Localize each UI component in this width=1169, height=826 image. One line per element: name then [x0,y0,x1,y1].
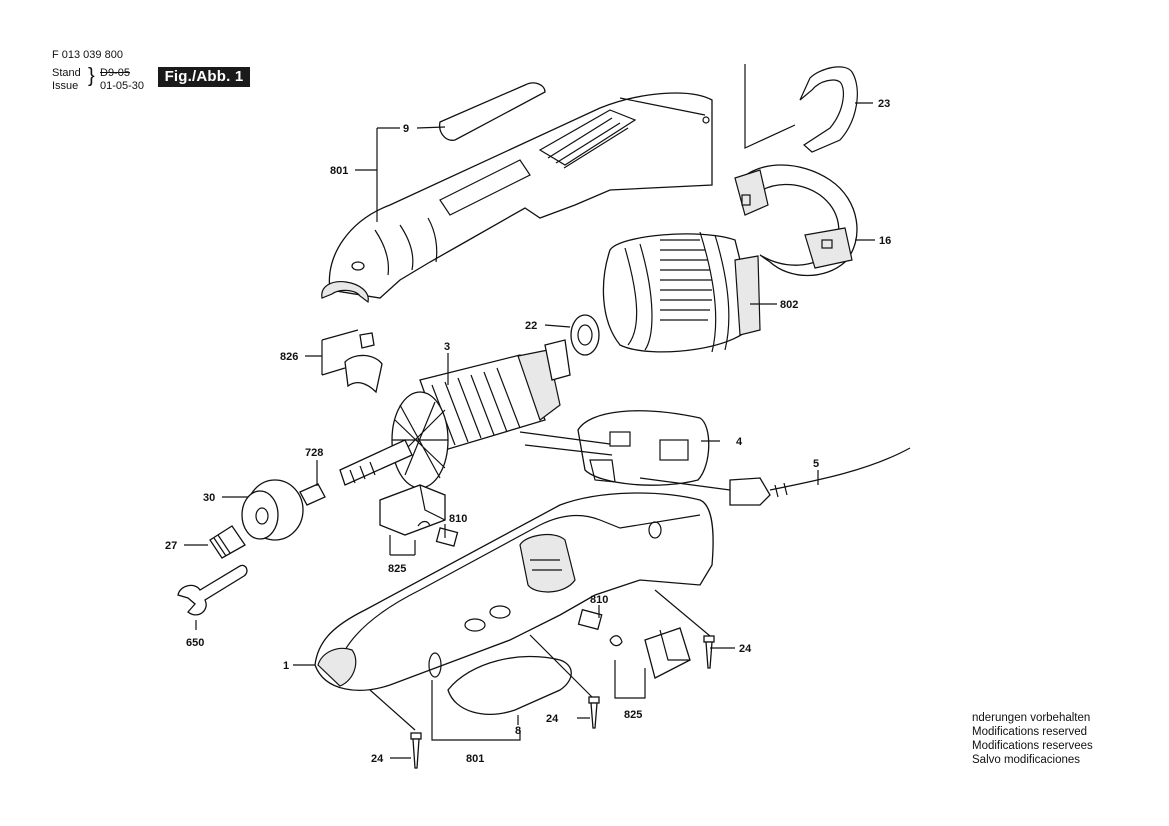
callout-3: 3 [444,341,450,353]
callout-16: 16 [879,235,891,247]
note-spanish: Salvo modificaciones [972,754,1081,766]
note-german: nderungen vorbehalten [972,712,1091,724]
spring-clip [799,66,858,153]
switch-cover [344,332,383,394]
callout-825-bottom: 825 [624,709,642,721]
callout-801-top: 801 [330,165,348,177]
callout-24-left: 24 [371,753,384,765]
callout-650: 650 [186,637,204,649]
screw-middle [588,696,600,729]
callout-22: 22 [525,320,537,332]
header-brace: } [88,65,95,87]
modification-notes: nderungen vorbehalten Modifications rese… [972,711,1093,767]
callout-810-bottom: 810 [590,594,608,606]
note-french: Modifications reservees [972,740,1093,752]
field-coil [602,231,761,353]
callout-802: 802 [780,299,798,311]
wrench [177,564,248,616]
top-housing-half [321,92,713,304]
callout-1: 1 [283,660,289,672]
power-cord [639,447,911,506]
bottom-housing [314,492,714,691]
callout-5: 5 [813,458,819,470]
callout-810-top: 810 [449,513,467,525]
grip-plate-top [439,82,546,141]
callout-23: 23 [878,98,890,110]
callout-9: 9 [403,123,409,135]
collet [299,483,326,506]
collet-nut [241,479,304,541]
grip-plate-bottom [447,655,572,715]
issue-value: 01-05-30 [100,80,145,92]
carbon-brush-holder-right [577,608,691,679]
callout-30: 30 [203,492,215,504]
callout-24-middle: 24 [546,713,559,725]
switch-module [519,410,710,486]
figure-label: Fig./Abb. 1 [158,67,250,87]
callout-826: 826 [280,351,298,363]
carbon-brush-holder-left [379,484,459,547]
issue-label: Issue [52,80,79,92]
callout-728: 728 [305,447,323,459]
stand-value: D9-05 [100,67,130,79]
callout-801-bottom: 801 [466,753,484,765]
callout-825-top: 825 [388,563,406,575]
callout-8: 8 [515,725,521,737]
note-english: Modifications reserved [972,726,1088,738]
shaft-lock [209,525,246,559]
part-number: F 013 039 800 [52,49,123,61]
callout-27: 27 [165,540,177,552]
brush-holder-ring [734,164,858,277]
bearing [570,314,600,356]
screw-right [703,635,715,669]
callout-4: 4 [736,436,743,448]
callout-24-right: 24 [739,643,752,655]
leader-lines [184,64,875,759]
screw-left [410,732,422,769]
stand-label: Stand [52,67,81,79]
